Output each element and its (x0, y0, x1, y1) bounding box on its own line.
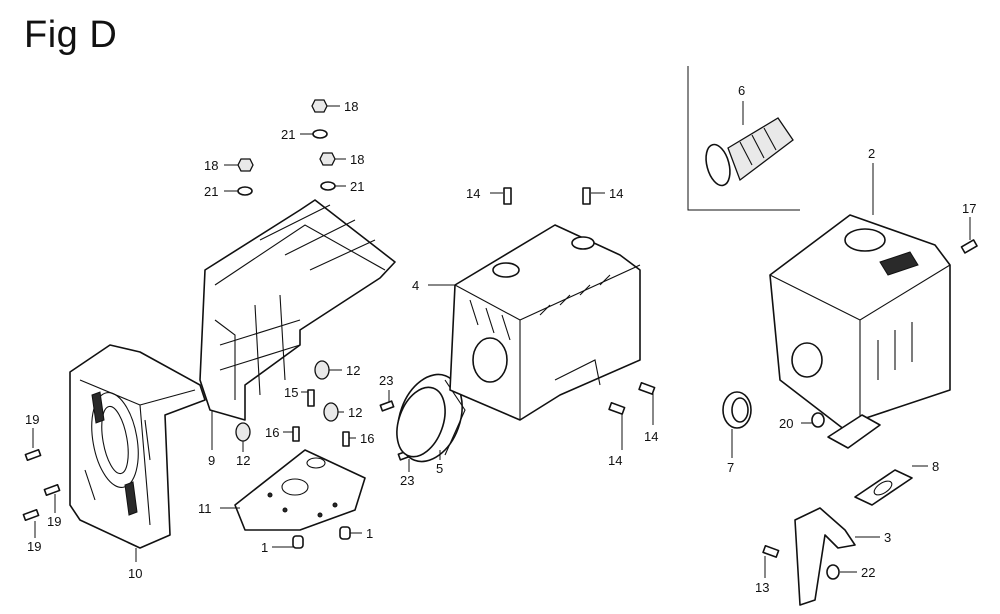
callout-2: 2 (868, 146, 875, 161)
callout-23: 23 (400, 473, 414, 488)
callout-20: 20 (779, 416, 793, 431)
part-1-caps (292, 526, 351, 549)
callout-9: 9 (208, 453, 215, 468)
callout-14: 14 (644, 429, 658, 444)
callout-7: 7 (727, 460, 734, 475)
part-8-gasket (854, 469, 913, 506)
part-2-muffler (769, 214, 951, 431)
callout-3: 3 (884, 530, 891, 545)
part-12-grommets (235, 360, 339, 442)
callout-21: 21 (204, 184, 218, 199)
callout-18: 18 (344, 99, 358, 114)
callout-21: 21 (350, 179, 364, 194)
nuts-washers-18-21 (237, 99, 336, 196)
part-3-bracket (794, 507, 856, 606)
callout-12: 12 (348, 405, 362, 420)
callout-6: 6 (738, 83, 745, 98)
callout-1: 1 (261, 540, 268, 555)
callout-18: 18 (204, 158, 218, 173)
callout-10: 10 (128, 566, 142, 581)
callout-16: 16 (265, 425, 279, 440)
callout-1: 1 (366, 526, 373, 541)
callout-19: 19 (25, 412, 39, 427)
callout-12: 12 (346, 363, 360, 378)
callout-22: 22 (861, 565, 875, 580)
callout-15: 15 (284, 385, 298, 400)
callout-11: 11 (198, 501, 212, 516)
part-9-case (199, 199, 396, 421)
part-4-protector (449, 224, 641, 421)
callout-4: 4 (412, 278, 419, 293)
gasket-2 (827, 414, 881, 449)
part-11-plate (234, 449, 366, 531)
callout-17: 17 (962, 201, 976, 216)
callout-8: 8 (932, 459, 939, 474)
callout-13: 13 (755, 580, 769, 595)
callout-14: 14 (608, 453, 622, 468)
part-6-inset (687, 66, 800, 211)
callout-19: 19 (27, 539, 41, 554)
callout-5: 5 (436, 461, 443, 476)
callout-12: 12 (236, 453, 250, 468)
callout-23: 23 (379, 373, 393, 388)
part-10-frame (69, 344, 206, 549)
callout-14: 14 (466, 186, 480, 201)
part-5-cover (396, 373, 466, 463)
callout-18: 18 (350, 152, 364, 167)
callout-16: 16 (360, 431, 374, 446)
callout-21: 21 (281, 127, 295, 142)
other-bolts (503, 187, 978, 580)
callout-19: 19 (47, 514, 61, 529)
figure-title: Fig D (24, 14, 118, 56)
leader-lines (32, 101, 971, 578)
callout-14: 14 (609, 186, 623, 201)
callout-labels: 18 21 18 21 18 21 12 12 12 15 16 16 9 11… (25, 83, 976, 595)
part-7-flange (722, 391, 752, 429)
